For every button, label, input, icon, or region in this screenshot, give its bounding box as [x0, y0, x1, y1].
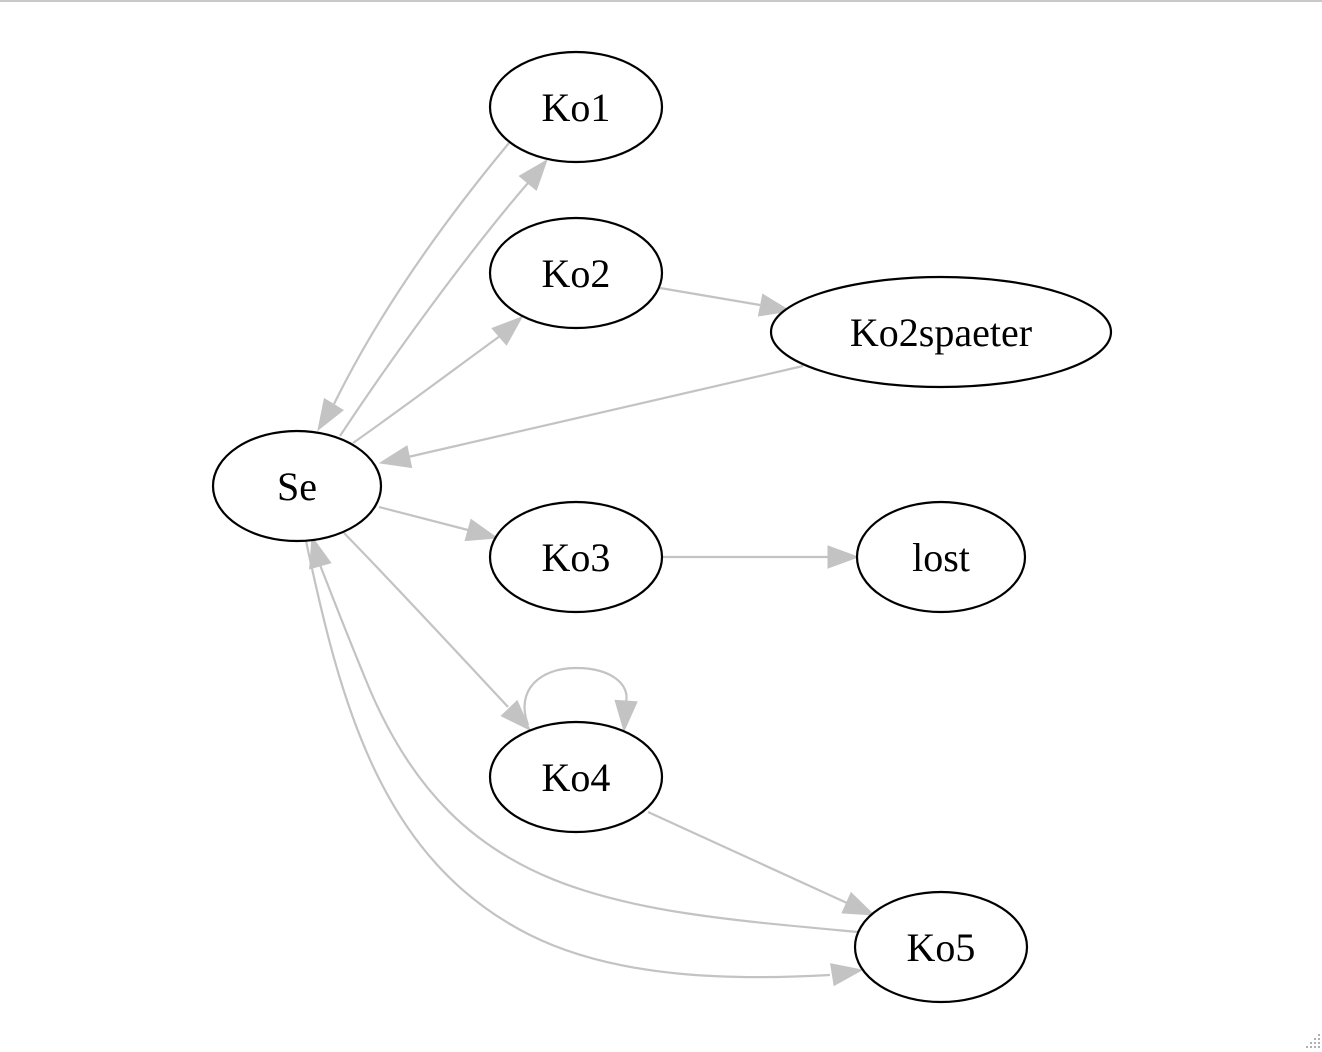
- edge-line: [352, 335, 501, 444]
- edges-layer: [304, 142, 876, 987]
- window-top-border: [0, 0, 1322, 2]
- node-label: Se: [277, 464, 317, 509]
- node-ellipse[interactable]: [488, 50, 664, 164]
- edge-line: [343, 532, 509, 708]
- edge-arrowhead: [841, 891, 876, 916]
- edge-arrowhead: [827, 545, 860, 569]
- node-ellipse[interactable]: [769, 275, 1113, 389]
- node-label: Ko5: [907, 925, 976, 970]
- node-label: Ko2spaeter: [850, 310, 1032, 355]
- edge-ko4-to-ko4: [523, 666, 638, 733]
- edge-arrowhead: [500, 699, 532, 732]
- edge-arrowhead: [491, 316, 524, 346]
- edge-se-to-ko4: [343, 532, 532, 732]
- node-ellipse[interactable]: [853, 890, 1029, 1004]
- edge-se-to-ko5: [304, 540, 864, 987]
- node-ellipse[interactable]: [488, 216, 664, 330]
- node-se[interactable]: Se: [211, 429, 383, 543]
- node-ko2[interactable]: Ko2: [488, 216, 664, 330]
- edge-line: [304, 540, 831, 979]
- node-ellipse[interactable]: [855, 500, 1027, 614]
- node-lost[interactable]: lost: [855, 500, 1027, 614]
- edge-arrowhead: [518, 158, 548, 191]
- node-label: Ko4: [542, 755, 611, 800]
- edge-line: [647, 810, 848, 905]
- edge-line: [333, 142, 510, 405]
- edge-arrowhead: [317, 397, 344, 432]
- edge-ko3-to-lost: [662, 545, 860, 569]
- edge-line: [318, 564, 859, 934]
- edge-ko2spaeter-to-se: [378, 364, 804, 469]
- edge-line: [523, 666, 628, 726]
- node-ellipse[interactable]: [488, 500, 664, 614]
- node-ellipse[interactable]: [211, 429, 383, 543]
- edge-line: [339, 182, 529, 437]
- edge-arrowhead: [830, 963, 864, 987]
- node-ko2spaeter[interactable]: Ko2spaeter: [769, 275, 1113, 389]
- node-ko5[interactable]: Ko5: [853, 890, 1029, 1004]
- edge-arrowhead: [378, 445, 413, 469]
- node-label: Ko3: [542, 535, 611, 580]
- edge-arrowhead: [464, 518, 499, 542]
- node-ellipse[interactable]: [488, 720, 664, 834]
- edge-ko4-to-ko5: [647, 810, 876, 916]
- edge-se-to-ko2: [352, 316, 524, 444]
- node-label: lost: [912, 535, 970, 580]
- edge-line: [378, 505, 469, 532]
- node-ko1[interactable]: Ko1: [488, 50, 664, 164]
- node-ko3[interactable]: Ko3: [488, 500, 664, 614]
- edge-line: [407, 364, 804, 459]
- edge-ko5-to-se: [309, 535, 859, 934]
- edge-ko2-to-ko2spaeter: [659, 286, 792, 317]
- node-label: Ko1: [542, 85, 611, 130]
- node-label: Ko2: [542, 251, 611, 296]
- edge-arrowhead: [757, 293, 792, 317]
- edge-se-to-ko3: [378, 505, 499, 542]
- edge-arrowhead: [614, 699, 638, 733]
- edge-ko1-to-se: [317, 142, 510, 432]
- resize-grip-icon[interactable]: [1300, 1030, 1322, 1052]
- node-ko4[interactable]: Ko4: [488, 720, 664, 834]
- edge-se-to-ko1: [339, 158, 548, 437]
- edge-arrowhead: [309, 535, 332, 570]
- edge-line: [659, 286, 761, 307]
